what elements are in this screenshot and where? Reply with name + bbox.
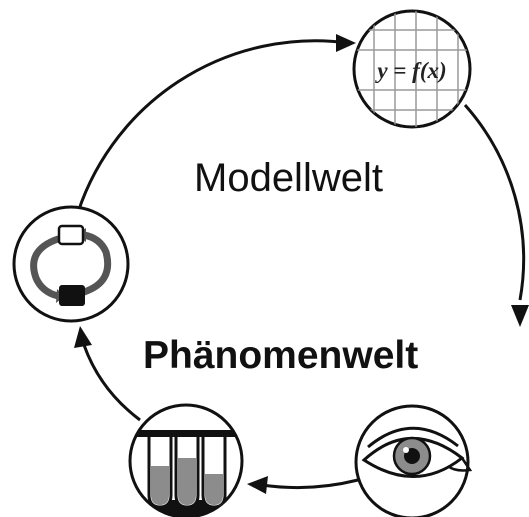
arc-experiment-to-process (82, 344, 141, 422)
observation-node (354, 404, 473, 517)
experiment-node (128, 403, 244, 517)
arc-observation-to-experiment (261, 478, 359, 490)
arc-process-to-model (73, 39, 350, 223)
arrowhead-model (336, 34, 356, 52)
model-function-node: y = f(x) (352, 9, 472, 129)
arrowhead-observation (511, 305, 529, 327)
model-world-label: Modellwelt (194, 156, 383, 200)
arrowhead-process (74, 326, 92, 348)
process-model-node (12, 205, 130, 323)
function-formula: y = f(x) (374, 58, 446, 83)
eye-icon (361, 426, 473, 478)
phenomenon-world-label: Phänomenwelt (143, 334, 419, 377)
arrowhead-experiment (247, 476, 268, 494)
arc-model-to-observation (463, 104, 526, 301)
cycle-process-icon (30, 224, 112, 306)
